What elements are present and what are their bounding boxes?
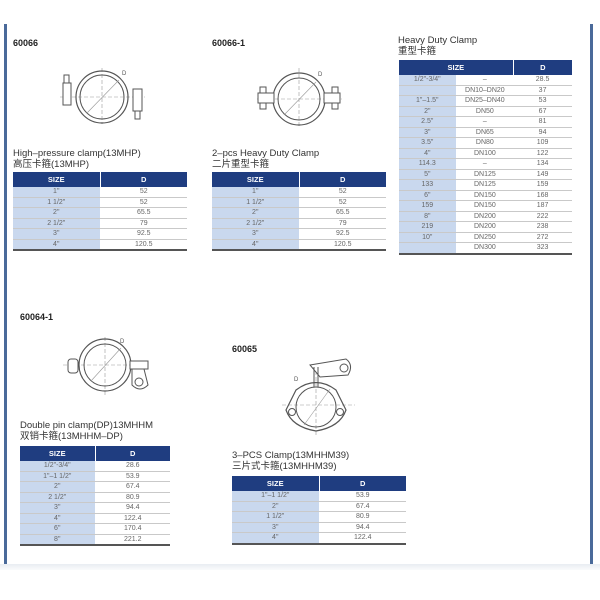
product-code: 60066-1 xyxy=(212,38,246,48)
svg-text:D: D xyxy=(122,71,127,77)
table-row: 2"65.5 xyxy=(212,207,386,219)
svg-text:D: D xyxy=(294,377,299,383)
header-size: SIZE xyxy=(212,172,300,187)
clamp-drawing-icon: D xyxy=(257,68,342,126)
table-row: 2"65.5 xyxy=(13,207,187,219)
table-row: 4"122.4 xyxy=(232,532,406,545)
title-cn: 三片式卡箍(13MHHM39) xyxy=(232,461,337,472)
title-cn: 重型卡箍 xyxy=(398,46,437,57)
clamp-drawing-icon: D xyxy=(63,337,149,395)
table-row: 3"94.4 xyxy=(232,522,406,533)
table-row: 1"52 xyxy=(13,187,187,198)
product-code: 60064-1 xyxy=(20,312,54,322)
product-code: 60065 xyxy=(232,344,258,354)
table-row: 1"–1 1/2"53.9 xyxy=(20,471,170,482)
table-row: 2"67.4 xyxy=(20,481,170,493)
table-row: 4"120.5 xyxy=(212,239,386,251)
header-size: SIZE xyxy=(232,476,320,491)
title-en: 3–PCS Clamp(13MHHM39) xyxy=(232,450,350,461)
header-size: SIZE xyxy=(13,172,101,187)
spec-table: SIZE D 1"–1 1/2"53.9 2"67.4 1 1/2"80.9 3… xyxy=(232,476,406,545)
product-title: High–pressure clamp(13MHP) 高压卡箍(13MHP) xyxy=(13,148,141,170)
spec-table: SIZE D 1"52 1 1/2"52 2"65.5 2 1/2"79 3"9… xyxy=(13,172,187,251)
product-code: 60066 xyxy=(13,38,39,48)
header-d: D xyxy=(299,172,386,187)
title-en: High–pressure clamp(13MHP) xyxy=(13,148,141,159)
table-row: 4"120.5 xyxy=(13,239,187,251)
table-row: 1"–1 1/2"53.9 xyxy=(232,491,406,502)
table-row: 1"52 xyxy=(212,187,386,198)
title-en: Double pin clamp(DP)13MHHM xyxy=(20,420,154,431)
title-en: 2–pcs Heavy Duty Clamp xyxy=(212,148,320,159)
header-size: SIZE xyxy=(399,60,514,75)
clamp-drawing-icon: D xyxy=(60,68,145,124)
table-row: 2.5"–81 xyxy=(399,116,572,128)
title-en: Heavy Duty Clamp xyxy=(398,35,478,46)
header-d: D xyxy=(100,172,187,187)
table-row: 3"94.4 xyxy=(20,502,170,514)
title-cn: 高压卡箍(13MHP) xyxy=(13,159,90,170)
product-title: Heavy Duty Clamp 重型卡箍 xyxy=(398,35,477,57)
table-row: 1 1/2"52 xyxy=(212,197,386,208)
table-row: 1 1/2"52 xyxy=(13,197,187,208)
header-d: D xyxy=(319,476,406,491)
header-d: D xyxy=(95,446,170,461)
product-title: 2–pcs Heavy Duty Clamp 二片重型卡箍 xyxy=(212,148,319,170)
table-row: 3"92.5 xyxy=(13,228,187,240)
table-row: 2 1/2"79 xyxy=(13,218,187,229)
header-d: D xyxy=(513,60,572,75)
product-title: 3–PCS Clamp(13MHHM39) 三片式卡箍(13MHHM39) xyxy=(232,450,349,472)
clamp-drawing-icon: D xyxy=(282,358,355,435)
title-cn: 二片重型卡箍 xyxy=(212,159,270,170)
table-row: 2"67.4 xyxy=(232,501,406,512)
page-right-border xyxy=(590,24,593,564)
table-row: 1/2"-3/4"–28.5 xyxy=(399,75,572,86)
title-cn: 双销卡箍(13MHHM–DP) xyxy=(20,431,123,442)
svg-text:D: D xyxy=(318,72,323,78)
table-row: 2 1/2"79 xyxy=(212,218,386,229)
table-row: 1/2"-3/4"28.6 xyxy=(20,461,170,472)
header-size: SIZE xyxy=(20,446,96,461)
product-title: Double pin clamp(DP)13MHHM 双销卡箍(13MHHM–D… xyxy=(20,420,153,442)
table-row: 8"221.2 xyxy=(20,534,170,546)
table-row: 4"122.4 xyxy=(20,513,170,524)
table-row: 2 1/2"80.9 xyxy=(20,492,170,503)
table-row: 3"92.5 xyxy=(212,228,386,240)
table-row: 1 1/2"80.9 xyxy=(232,511,406,523)
table-row: 6"170.4 xyxy=(20,523,170,535)
spec-table: SIZE D 1"52 1 1/2"52 2"65.5 2 1/2"79 3"9… xyxy=(212,172,386,251)
spec-table: SIZE D 1/2"-3/4"28.6 1"–1 1/2"53.9 2"67.… xyxy=(20,446,170,546)
table-row: 114.3–134 xyxy=(399,158,572,170)
svg-text:D: D xyxy=(120,339,125,345)
page-bottom-shadow xyxy=(0,564,600,570)
